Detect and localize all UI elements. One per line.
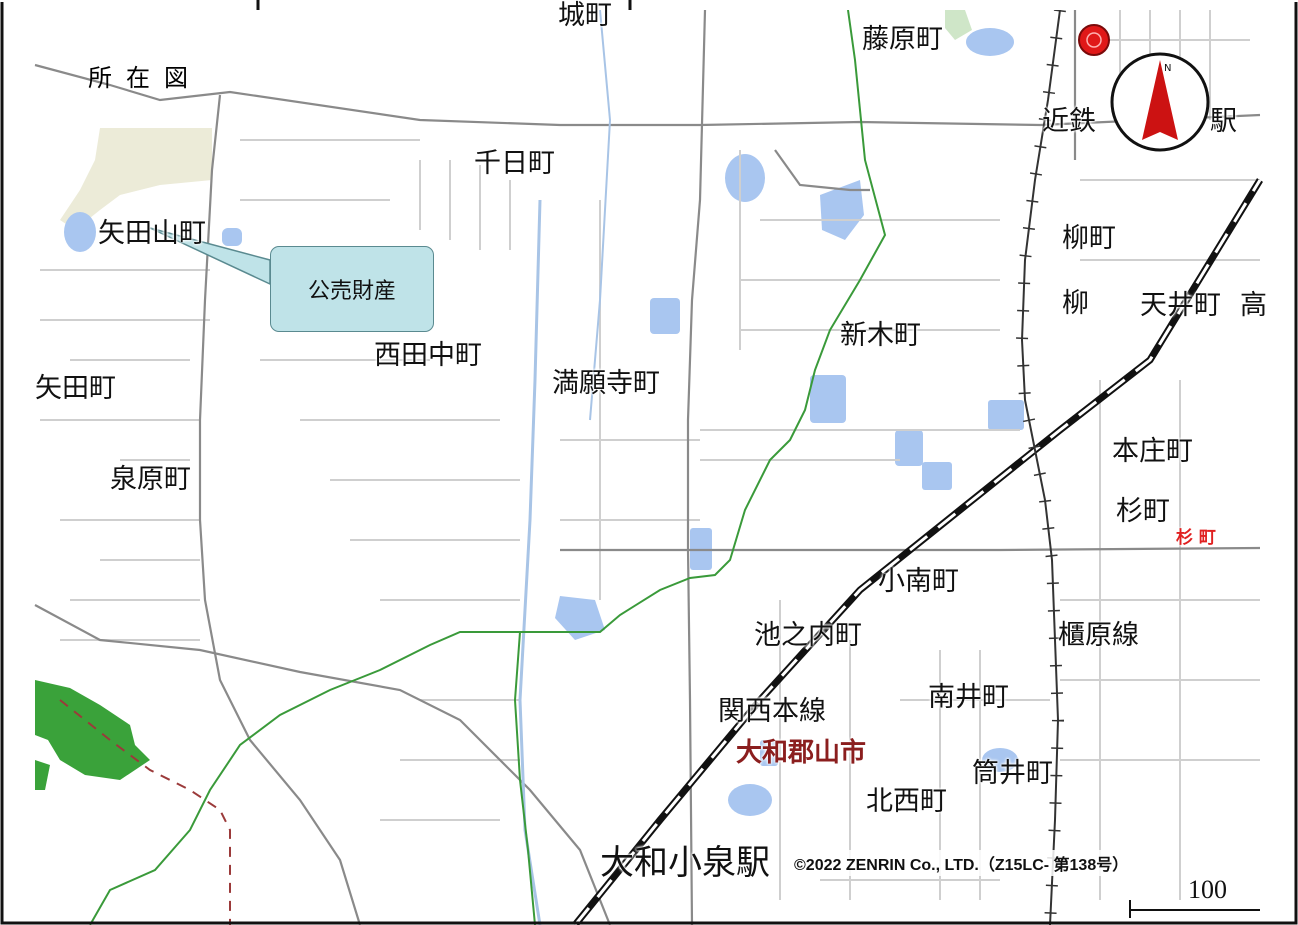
scale-label: 100 bbox=[1188, 875, 1227, 904]
place-label: 駅 bbox=[1210, 106, 1237, 137]
light-area bbox=[945, 10, 972, 40]
copyright-notice: ©2022 ZENRIN Co., LTD.（Z15LC- 第138号） bbox=[790, 850, 1133, 876]
place-label: 小南町 bbox=[878, 566, 959, 597]
place-label: 櫃原線 bbox=[1058, 620, 1139, 651]
place-label: 柳 bbox=[1062, 288, 1089, 319]
north-label: N bbox=[1164, 63, 1172, 74]
place-label: 泉原町 bbox=[110, 464, 191, 495]
place-label: 南井町 bbox=[928, 682, 1009, 713]
city-label: 大和郡山市 bbox=[736, 738, 867, 768]
place-label: 池之内町 bbox=[754, 620, 862, 651]
place-label: 矢田町 bbox=[35, 373, 116, 404]
place-label: 満願寺町 bbox=[552, 368, 660, 399]
property-callout: 公売財産 bbox=[270, 246, 434, 332]
station-marker bbox=[1078, 24, 1110, 56]
place-label: 西田中町 bbox=[374, 340, 482, 371]
place-label: 新木町 bbox=[840, 320, 921, 351]
park-area bbox=[35, 760, 50, 790]
place-label: 杉 町 bbox=[1176, 528, 1216, 548]
place-label: 天井町 bbox=[1140, 290, 1221, 321]
north-arrow-icon bbox=[1110, 52, 1210, 152]
place-label: 大和小泉駅 bbox=[600, 843, 770, 883]
map-title: 所在図 bbox=[88, 64, 202, 92]
place-label: 関西本線 bbox=[718, 696, 826, 727]
railway-kashihara-line bbox=[1015, 9, 1066, 925]
place-label: 近鉄 bbox=[1042, 106, 1096, 137]
water-bodies bbox=[64, 28, 1024, 816]
place-label: 藤原町 bbox=[862, 24, 943, 55]
place-label: 北西町 bbox=[866, 786, 947, 817]
place-label: 杉町 bbox=[1116, 496, 1170, 527]
main-roads bbox=[34, 9, 1261, 925]
place-label: 矢田山町 bbox=[98, 218, 206, 249]
place-label: 筒井町 bbox=[972, 758, 1053, 789]
minor-roads bbox=[40, 10, 1260, 900]
place-label: 高 bbox=[1240, 290, 1267, 321]
scale-bar bbox=[1129, 900, 1260, 918]
park-area bbox=[35, 680, 150, 780]
railway-kansai-line bbox=[572, 178, 1263, 925]
light-area bbox=[60, 128, 212, 230]
place-label: 城町 bbox=[558, 0, 612, 31]
property-callout-label: 公売財産 bbox=[307, 279, 396, 304]
municipal-boundary bbox=[89, 9, 887, 925]
place-label: 柳町 bbox=[1062, 223, 1116, 254]
place-label: 本庄町 bbox=[1112, 436, 1193, 467]
place-label: 千日町 bbox=[474, 148, 555, 179]
